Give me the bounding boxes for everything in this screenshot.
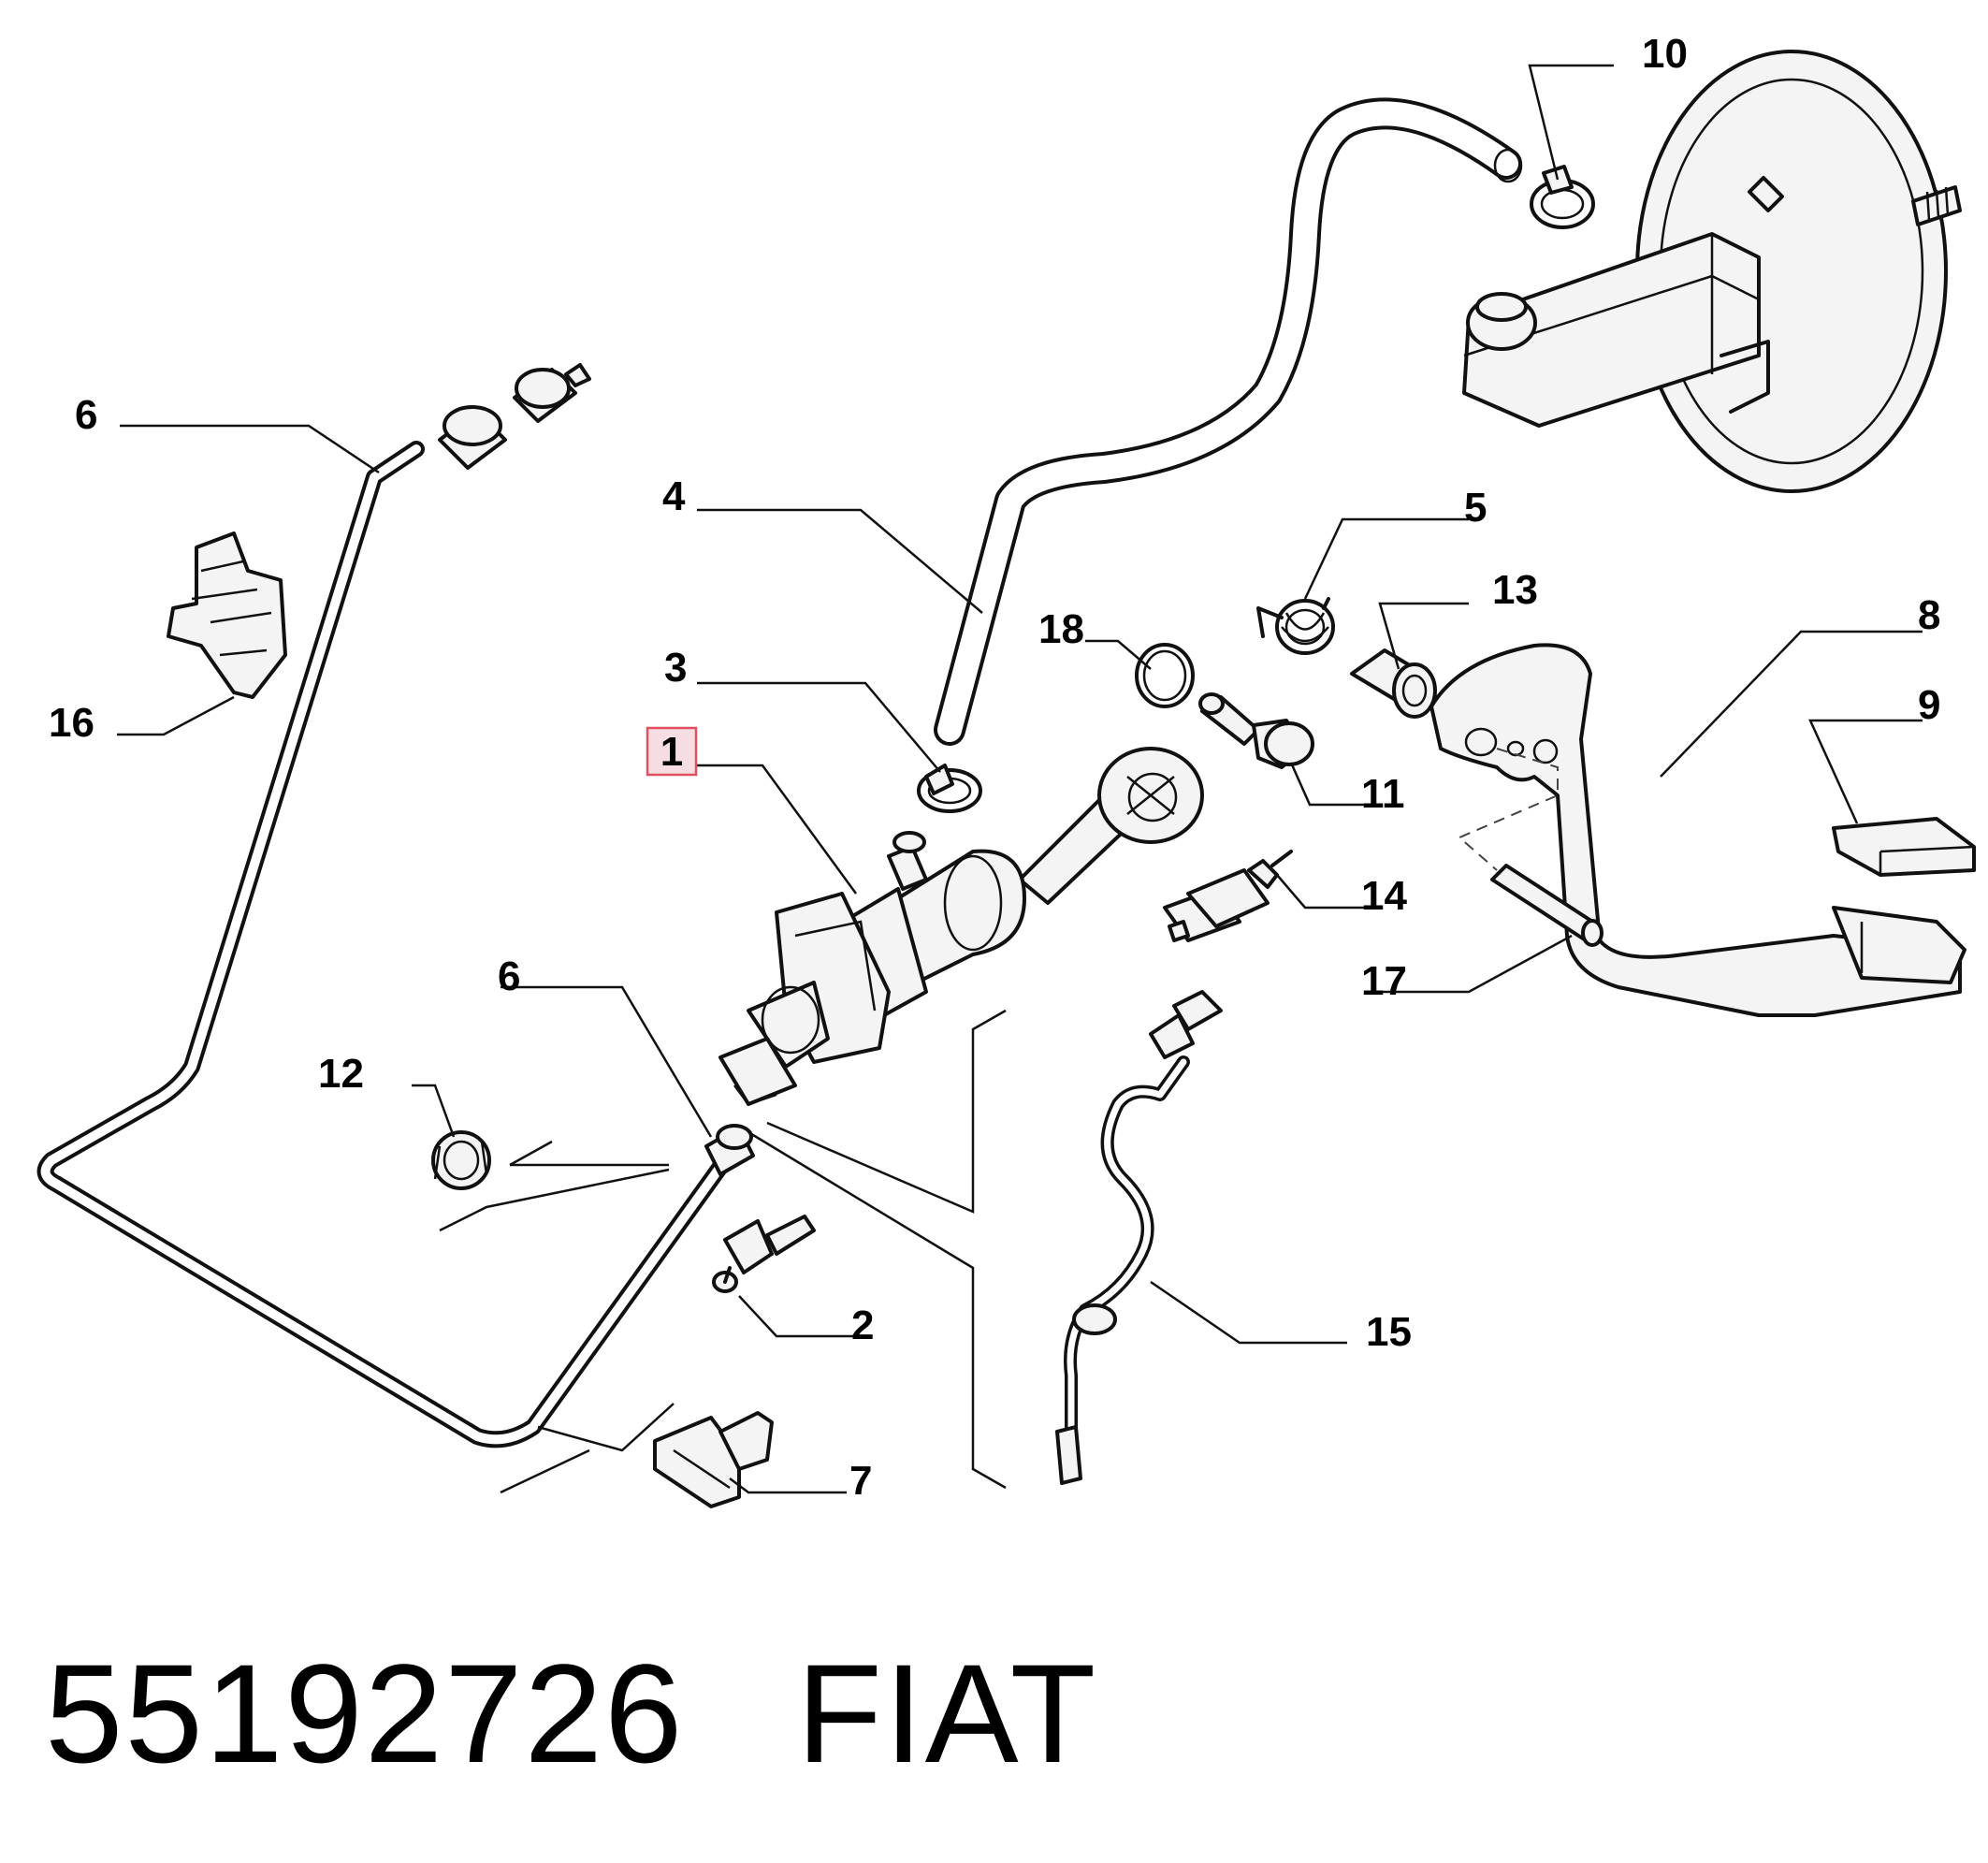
hose-clamp-10: [1530, 165, 1595, 229]
callout-7: 7: [849, 1458, 872, 1504]
clutch-pedal-switch: [1163, 850, 1293, 942]
callout-6-upper: 6: [75, 392, 97, 438]
clutch-pipe-left: [36, 363, 755, 1448]
pedal-pad-9: [1832, 817, 1976, 877]
callout-18: 18: [1038, 606, 1084, 652]
callout-4: 4: [662, 473, 686, 519]
grommet-12: [431, 1130, 491, 1190]
wiring-harness-15: [1055, 990, 1223, 1485]
callout-5: 5: [1464, 485, 1487, 531]
highlight-box-item-1: [646, 726, 698, 777]
callout-14: 14: [1361, 873, 1407, 919]
vacuum-hose: [934, 97, 1523, 746]
part-caption: 55192726 FIAT: [45, 1633, 1097, 1795]
pipe-clip-16: [167, 531, 287, 699]
hose-clamp-3: [917, 764, 982, 813]
callout-15: 15: [1366, 1309, 1412, 1355]
callout-2: 2: [851, 1303, 874, 1348]
pivot-pin-17: [1490, 864, 1603, 947]
callout-10: 10: [1642, 31, 1688, 77]
callout-12: 12: [318, 1051, 364, 1097]
connector-2: [712, 1215, 816, 1293]
clutch-pedal: [1429, 643, 1966, 1017]
o-ring-18: [1135, 643, 1195, 708]
callout-3: 3: [664, 645, 687, 691]
callout-16: 16: [49, 700, 94, 746]
bushing-13: [1350, 648, 1437, 719]
callout-11: 11: [1361, 771, 1405, 817]
manufacturer-name: FIAT: [796, 1635, 1098, 1792]
callout-8: 8: [1918, 592, 1940, 638]
callout-labels: 1 2 3 4 5 6 6 7 8 9 10 11 12 13 14 15 16…: [49, 31, 1940, 1504]
clutch-master-cylinder: [718, 747, 1204, 1106]
spring-5: [1256, 597, 1335, 655]
pipe-clip-7: [653, 1411, 774, 1508]
callout-6-lower: 6: [498, 953, 520, 999]
callout-9: 9: [1918, 682, 1940, 728]
callout-1: 1: [660, 729, 683, 775]
assembly-guide-lines: [1458, 748, 1559, 871]
part-number: 55192726: [45, 1635, 685, 1792]
leader-lines: [117, 64, 1923, 1494]
pivot-pin-11: [1198, 692, 1314, 769]
assembly-explode-lines: [439, 1009, 1007, 1494]
brake-booster: [1462, 50, 1962, 493]
callout-17: 17: [1361, 958, 1407, 1004]
callout-13: 13: [1492, 567, 1538, 613]
